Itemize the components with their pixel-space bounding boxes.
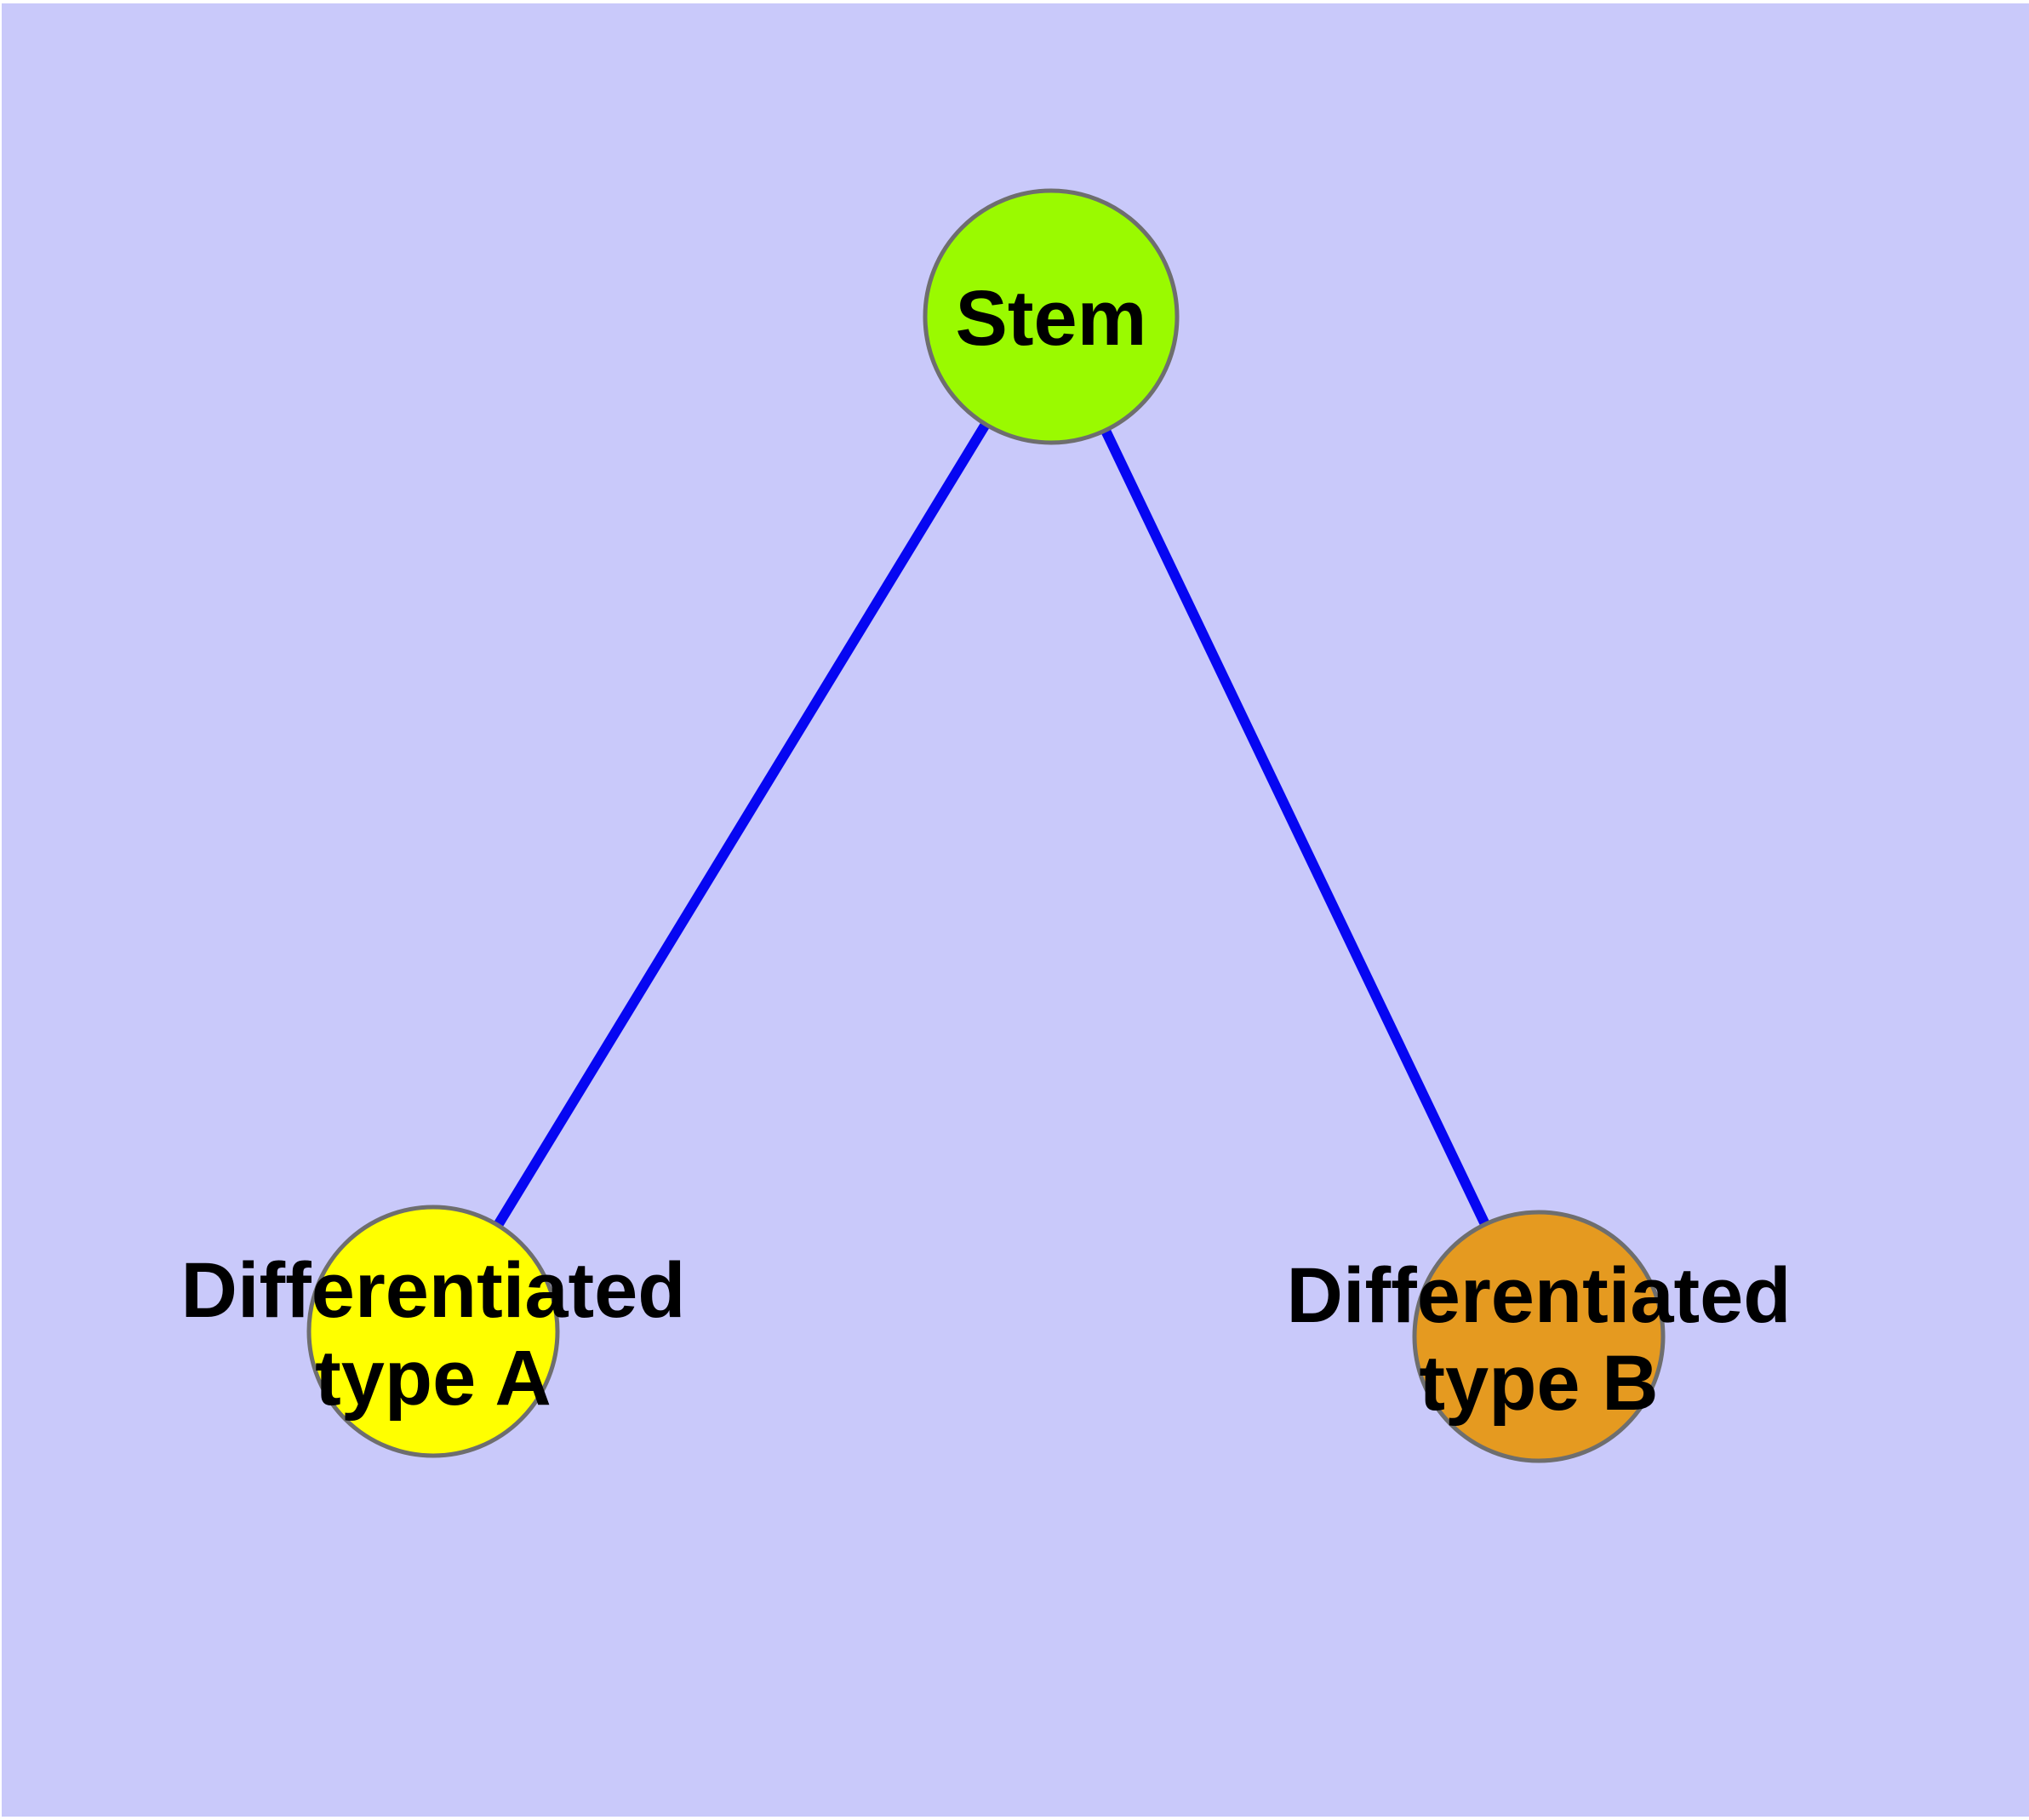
node-stem-label: Stem: [956, 275, 1147, 362]
node-type-a-label-line1: Differentiated: [181, 1247, 686, 1334]
node-differentiated-type-b: [1412, 1210, 1666, 1463]
node-type-b-label-line2: type B: [1419, 1340, 1658, 1427]
edge-stem-to-type-b: [1046, 314, 1544, 1339]
edge-stem-to-type-a: [428, 313, 1056, 1335]
node-type-b-label-line1: Differentiated: [1287, 1252, 1792, 1339]
node-stem: [923, 188, 1180, 445]
node-differentiated-type-a: [306, 1205, 560, 1458]
node-type-a-label-line2: type A: [315, 1335, 552, 1422]
